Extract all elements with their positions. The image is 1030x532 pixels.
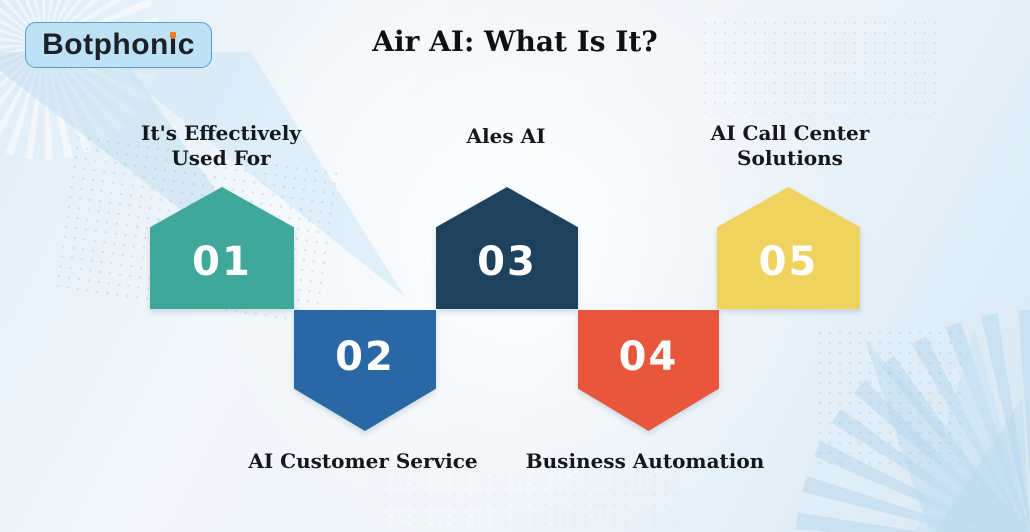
- decor-rays-bottom-right: [795, 310, 1030, 532]
- page-title: Air AI: What Is It?: [372, 25, 658, 58]
- step-02-pentagon: 02: [294, 310, 436, 431]
- step-01-number: 01: [192, 239, 252, 285]
- decor-dots-top-right: [700, 18, 940, 113]
- step-05-shape: 05: [717, 187, 860, 309]
- brand-logo-text-part2: ic: [168, 28, 195, 61]
- step-01-label: It's Effectively Used For: [141, 121, 301, 170]
- step-02-shape: 02: [294, 310, 436, 431]
- step-04-pentagon: 04: [578, 310, 719, 431]
- step-03-shape: 03: [436, 187, 578, 309]
- step-05-label: AI Call Center Solutions: [710, 121, 870, 170]
- step-01-pentagon: 01: [150, 187, 294, 309]
- decor-triangle-bottom-right-2: [916, 328, 1030, 532]
- step-04-shape: 04: [578, 310, 719, 431]
- brand-logo-i-dot: [170, 31, 177, 38]
- step-02-number: 02: [335, 333, 395, 380]
- decor-dots-bottom-center: [380, 470, 680, 530]
- step-02-label: AI Customer Service: [248, 449, 478, 473]
- step-04-number: 04: [618, 333, 679, 380]
- step-03-pentagon: 03: [436, 187, 578, 309]
- step-04-label: Business Automation: [525, 449, 765, 473]
- step-03-number: 03: [477, 239, 537, 285]
- step-05-number: 05: [758, 239, 819, 285]
- decor-dots-bottom-right: [815, 328, 965, 468]
- decor-triangle-bottom-right-1: [864, 338, 1030, 532]
- step-01-shape: 01: [150, 187, 294, 309]
- step-05-pentagon: 05: [717, 187, 860, 309]
- brand-logo-text-part1: Botphon: [42, 28, 169, 61]
- decor-triangle-bottom-right-3: [935, 398, 1030, 532]
- step-03-label: Ales AI: [466, 124, 546, 148]
